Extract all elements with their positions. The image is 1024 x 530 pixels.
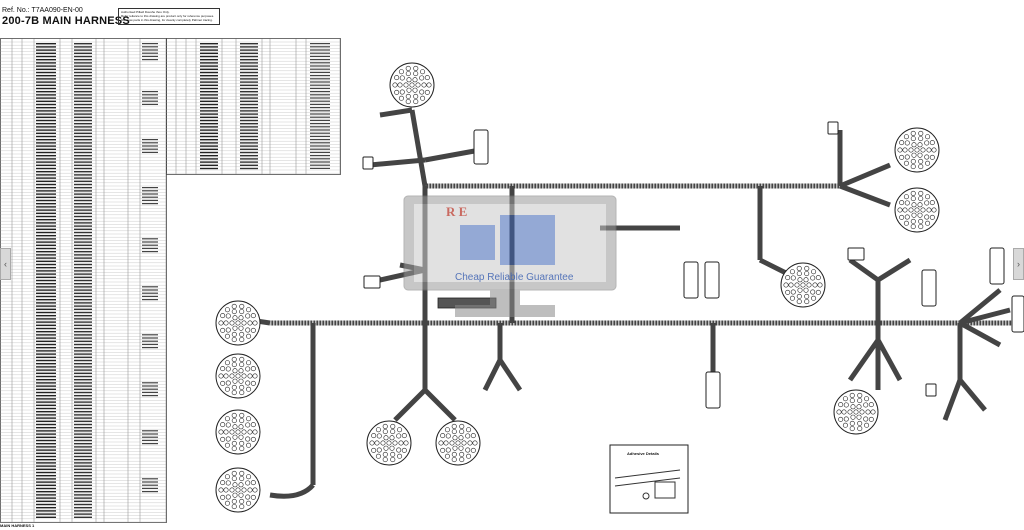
- title-block: Ref. No.: T7AA090-EN-00 200-7B MAIN HARN…: [2, 6, 130, 28]
- rect-connectors: [362, 121, 1024, 409]
- watermark-tagline: Cheap Reliable Guarantee: [455, 272, 574, 283]
- wire-list-table: [0, 38, 341, 523]
- round-connector: [894, 127, 940, 173]
- round-connector: [389, 62, 435, 108]
- round-connectors: [215, 62, 940, 513]
- notice-line: Authorised Pilkell Doushe thou Only.: [121, 10, 170, 14]
- round-connector: [215, 467, 261, 513]
- round-connector: [215, 300, 261, 346]
- round-connector: [833, 389, 879, 435]
- round-connector: [780, 262, 826, 308]
- previous-page-button[interactable]: ‹: [0, 248, 11, 280]
- round-connector: [435, 420, 481, 466]
- next-page-button[interactable]: ›: [1013, 248, 1024, 280]
- adhesive-detail-title: Adhesive Details: [627, 451, 660, 456]
- round-connector: [366, 420, 412, 466]
- adhesive-detail-box: [609, 444, 689, 514]
- watermark-logo: [403, 195, 617, 317]
- notice-line: Do show parts in this drawing, for clean…: [121, 18, 213, 22]
- footer-label: MAIN HARNESS 1: [0, 523, 35, 528]
- round-connector: [215, 409, 261, 455]
- watermark-letters: R E: [446, 204, 467, 219]
- document-number-prefix: Ref. No.:: [2, 7, 30, 14]
- document-number-line: Ref. No.: T7AA090-EN-00: [2, 6, 130, 15]
- round-connector: [215, 353, 261, 399]
- round-connector: [894, 187, 940, 233]
- notice-box: Authorised Pilkell Doushe thou Only. Ref…: [118, 8, 220, 25]
- document-title: 200-7B MAIN HARNESS: [2, 15, 130, 27]
- document-number: T7AA090-EN-00: [31, 7, 83, 14]
- notice-line: Refer reliance to this drawing are produ…: [121, 14, 215, 18]
